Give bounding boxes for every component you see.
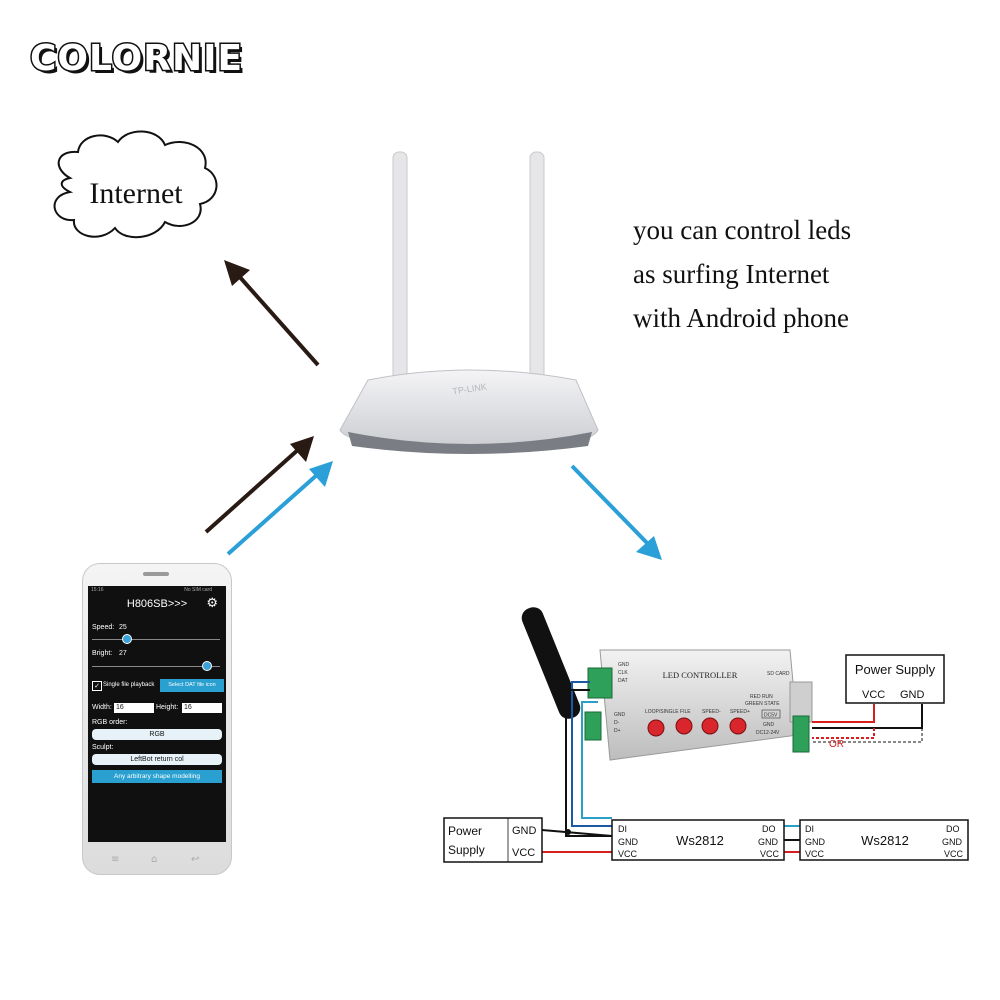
strip-2-vcc-out: VCC bbox=[944, 849, 964, 859]
speed-label: Speed: bbox=[92, 624, 115, 631]
controller-pin-clk: CLK bbox=[618, 670, 628, 676]
height-label: Height: bbox=[156, 704, 179, 711]
rgb-order-select[interactable]: RGB bbox=[92, 729, 222, 740]
terminal-block-top-icon bbox=[587, 667, 613, 699]
led-controller: LED CONTROLLER SD CARD GND CLK DAT GND D… bbox=[521, 607, 813, 761]
select-dat-button[interactable]: Select DAT file icon bbox=[160, 679, 224, 692]
phone-speaker-icon bbox=[143, 572, 169, 576]
arrow-router-to-controller-blue bbox=[570, 464, 652, 548]
strip-1-vcc-out: VCC bbox=[760, 849, 780, 859]
shape-modelling-button[interactable]: Any arbitrary shape modelling bbox=[92, 770, 222, 783]
psu-top-vcc: VCC bbox=[862, 689, 885, 701]
power-supply-bottom: Power Supply GND VCC bbox=[443, 817, 543, 863]
controller-title: LED CONTROLLER bbox=[663, 670, 738, 680]
strip-2-gnd-out: GND bbox=[942, 837, 963, 847]
internet-label: Internet bbox=[89, 177, 183, 210]
tagline: you can control leds as surfing Internet… bbox=[633, 208, 851, 340]
psu-top-gnd: GND bbox=[900, 689, 925, 701]
psu-bottom-supply: Supply bbox=[448, 843, 485, 857]
phone-screen: 15:16 No SIM card H806SB>>> ⚙ Speed: 25 … bbox=[88, 586, 226, 842]
speed-minus-button[interactable] bbox=[701, 717, 719, 735]
controller-btn-label-speed-plus: SPEED+ bbox=[730, 709, 750, 715]
strip-1-gnd-out: GND bbox=[758, 837, 779, 847]
strip-1-di: DI bbox=[618, 824, 627, 834]
controller-gnd: GND bbox=[763, 722, 775, 728]
psu-top-title: Power Supply bbox=[855, 662, 936, 677]
rgb-order-label: RGB order: bbox=[92, 719, 128, 726]
bright-slider[interactable] bbox=[92, 666, 220, 667]
psu-bottom-gnd: GND bbox=[512, 825, 537, 837]
internet-cloud-icon: Internet bbox=[53, 130, 218, 239]
brand-logo: COLORNIE bbox=[28, 37, 244, 81]
height-input[interactable]: 16 bbox=[182, 703, 222, 713]
arrows bbox=[204, 260, 662, 560]
power-supply-top: Power Supply VCC GND bbox=[845, 654, 945, 704]
controller-pin-dminus: D- bbox=[614, 720, 620, 726]
speed-slider[interactable] bbox=[92, 639, 220, 640]
controller-red-button[interactable] bbox=[675, 717, 693, 735]
arrow-phone-to-router-dark bbox=[204, 446, 302, 534]
sculpt-label: Sculpt: bbox=[92, 744, 114, 751]
controller-pin-gnd-left: GND bbox=[614, 712, 626, 718]
controller-sd-card: SD CARD bbox=[767, 671, 790, 677]
android-phone: 15:16 No SIM card H806SB>>> ⚙ Speed: 25 … bbox=[82, 563, 232, 875]
controller-pin-dat: DAT bbox=[618, 678, 628, 684]
single-file-label: Single file playback bbox=[103, 682, 155, 688]
controller-dc-range: DC12-24V bbox=[756, 730, 780, 736]
loop-single-file-button[interactable] bbox=[647, 719, 665, 737]
led-strip-1: DI GND VCC Ws2812 DO GND VCC bbox=[611, 819, 785, 861]
sculpt-select[interactable]: LeftBot return col bbox=[92, 754, 222, 765]
speed-slider-thumb[interactable] bbox=[122, 634, 132, 644]
terminal-block-left-icon bbox=[584, 711, 602, 741]
wiring bbox=[541, 681, 923, 853]
controller-pin-gnd-top: GND bbox=[618, 662, 630, 668]
controller-pin-dplus: D+ bbox=[614, 728, 621, 734]
controller-dc5v: DC5V bbox=[764, 713, 778, 719]
strip-1-do: DO bbox=[762, 824, 776, 834]
tagline-line-2: as surfing Internet bbox=[633, 259, 830, 289]
strip-1-vcc-in: VCC bbox=[618, 849, 638, 859]
controller-btn-label-speed-minus: SPEED- bbox=[702, 709, 721, 715]
arrow-phone-to-router-blue bbox=[226, 472, 320, 556]
tagline-line-1: you can control leds bbox=[633, 215, 852, 245]
home-icon[interactable]: ⌂ bbox=[151, 854, 158, 865]
tagline-line-3: with Android phone bbox=[633, 303, 849, 333]
controller-green-state: GREEN STATE bbox=[745, 701, 780, 707]
bright-value: 27 bbox=[119, 650, 127, 657]
speed-value: 25 bbox=[119, 624, 127, 631]
router-brand: TP-LINK bbox=[452, 382, 488, 397]
single-file-checkbox[interactable]: ✓ bbox=[92, 681, 102, 691]
bright-label: Bright: bbox=[92, 650, 113, 657]
width-input[interactable]: 16 bbox=[114, 703, 154, 713]
strip-1-name: Ws2812 bbox=[676, 833, 724, 848]
arrow-router-to-internet bbox=[236, 273, 320, 367]
menu-icon[interactable]: ≡ bbox=[111, 854, 120, 865]
psu-bottom-vcc: VCC bbox=[512, 847, 535, 859]
status-carrier: No SIM card bbox=[184, 587, 212, 593]
terminal-block-right-icon bbox=[792, 715, 810, 753]
width-label: Width: bbox=[92, 704, 112, 711]
strip-2-name: Ws2812 bbox=[861, 833, 909, 848]
gear-icon[interactable]: ⚙ bbox=[206, 596, 218, 611]
strip-2-gnd-in: GND bbox=[805, 837, 826, 847]
controller-btn-label-loop: LOOP/SINGLE FILE bbox=[645, 709, 691, 715]
or-label: OR bbox=[829, 739, 844, 750]
wifi-router: TP-LINK bbox=[339, 151, 599, 454]
strip-2-vcc-in: VCC bbox=[805, 849, 825, 859]
status-time: 15:16 bbox=[91, 587, 104, 593]
strip-2-di: DI bbox=[805, 824, 814, 834]
controller-red-run: RED RUN bbox=[750, 694, 773, 700]
bright-slider-thumb[interactable] bbox=[202, 661, 212, 671]
app-title: H806SB>>> bbox=[126, 598, 188, 610]
speed-plus-button[interactable] bbox=[729, 717, 747, 735]
controller-antenna-icon bbox=[521, 607, 581, 719]
back-icon[interactable]: ↩ bbox=[191, 854, 200, 865]
strip-2-do: DO bbox=[946, 824, 960, 834]
strip-1-gnd-in: GND bbox=[618, 837, 639, 847]
psu-bottom-power: Power bbox=[448, 824, 482, 838]
led-strip-2: DI GND VCC Ws2812 DO GND VCC bbox=[799, 819, 969, 861]
